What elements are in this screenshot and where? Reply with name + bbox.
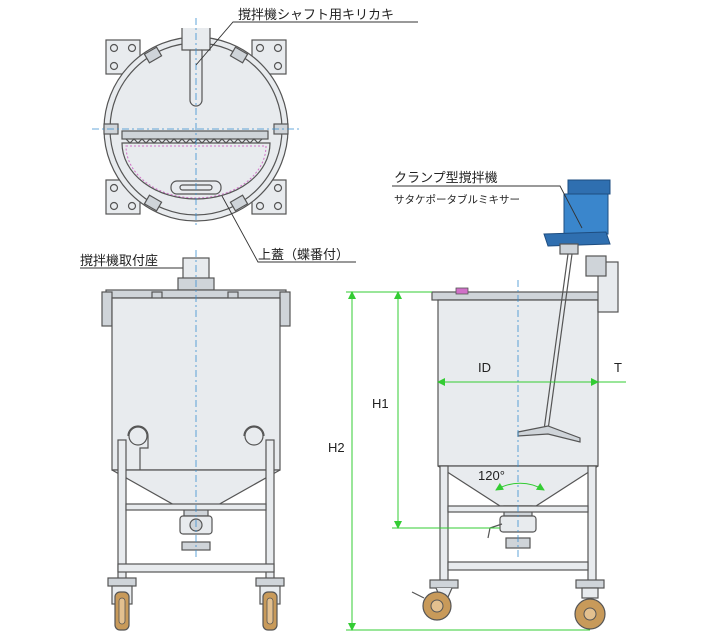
- dim-angle: 120°: [478, 468, 505, 483]
- left-tank: [101, 250, 291, 631]
- corner-bracket-tl: [105, 39, 141, 75]
- dimension-lines: [346, 291, 626, 631]
- left-caster-r: [255, 577, 285, 631]
- right-tank: [411, 179, 619, 630]
- label-shaft-notch: 撹拌機シャフト用キリカキ: [238, 8, 395, 23]
- leader-lid-hinge: [221, 195, 356, 263]
- label-clamp-mixer: クランプ型撹拌機: [394, 171, 498, 186]
- right-caster-l: [411, 579, 459, 621]
- leader-shaft-notch: [195, 21, 418, 66]
- label-portable-mixer: サタケポータブルミキサー: [394, 194, 520, 206]
- left-caster-l: [107, 577, 137, 631]
- clamp-mixer: [517, 179, 611, 443]
- dim-h2: H2: [328, 440, 345, 455]
- top-view: [92, 18, 300, 226]
- label-mount-seat: 撹拌機取付座: [80, 254, 159, 269]
- right-caster-r: [574, 579, 606, 630]
- leader-clamp-mixer: [392, 185, 583, 229]
- dim-t: T: [614, 360, 622, 375]
- label-lid-hinge: 上蓋（蝶番付）: [258, 248, 350, 263]
- dim-id: ID: [478, 360, 491, 375]
- dim-h1: H1: [372, 396, 389, 411]
